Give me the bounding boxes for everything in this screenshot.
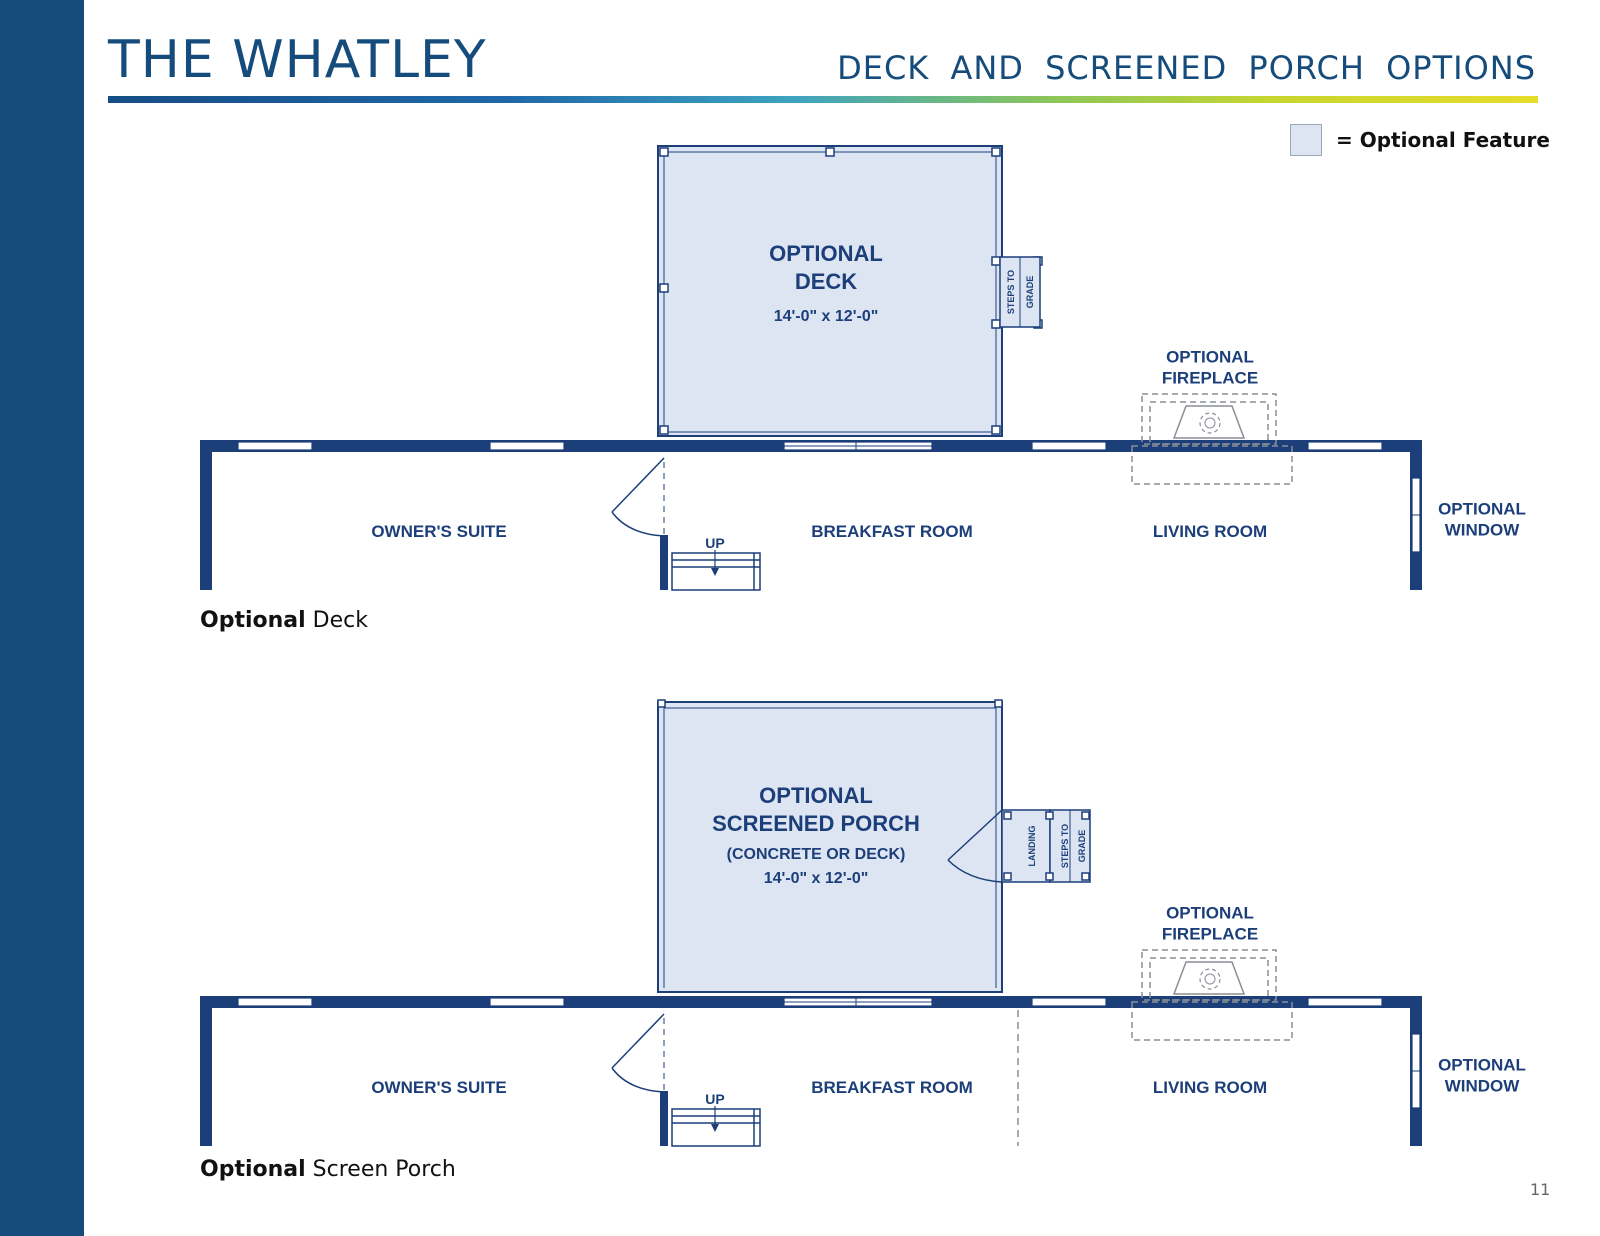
room-owners-suite: OWNER'S SUITE xyxy=(371,522,507,541)
title-divider xyxy=(108,96,1538,103)
deck-steps-label-2: GRADE xyxy=(1025,275,1035,309)
room-living: LIVING ROOM xyxy=(1152,522,1268,541)
fireplace-label-2: FIREPLACE xyxy=(1161,368,1259,388)
porch-title-line2: SCREENED PORCH xyxy=(712,811,920,836)
porch-steps-label-2: GRADE xyxy=(1077,829,1087,863)
optional-porch-area xyxy=(657,701,1003,993)
deck-caption: Optional Deck xyxy=(200,608,368,633)
window-label-2: WINDOW xyxy=(1444,1076,1520,1096)
porch-landing-label: LANDING xyxy=(1027,825,1037,867)
porch-landing xyxy=(1001,809,1051,883)
room-owners-suite: OWNER'S SUITE xyxy=(371,1078,507,1097)
porch-steps-label-1: STEPS TO xyxy=(1060,823,1070,869)
fireplace-label-1: OPTIONAL xyxy=(1166,347,1254,367)
legend-label: = Optional Feature xyxy=(1336,128,1550,152)
page-subtitle: DECK AND SCREENED PORCH OPTIONS xyxy=(837,49,1536,87)
window-label-1: OPTIONAL xyxy=(1438,499,1526,519)
room-living: LIVING ROOM xyxy=(1152,1078,1268,1097)
room-breakfast: BREAKFAST ROOM xyxy=(811,1078,973,1097)
deck-title-line1: OPTIONAL xyxy=(769,241,883,266)
stair-up-label: UP xyxy=(705,535,725,551)
window-label-1: OPTIONAL xyxy=(1438,1055,1526,1075)
fireplace-label-2: FIREPLACE xyxy=(1161,924,1259,944)
legend: = Optional Feature xyxy=(1290,124,1550,156)
porch-dimensions: 14'-0" x 12'-0" xyxy=(763,870,869,887)
stair-up-label: UP xyxy=(705,1091,725,1107)
room-breakfast: BREAKFAST ROOM xyxy=(811,522,973,541)
sidebar-band xyxy=(0,0,84,1236)
window-label-2: WINDOW xyxy=(1444,520,1520,540)
porch-material-note: (CONCRETE OR DECK) xyxy=(726,846,906,863)
deck-plan-drawing xyxy=(200,145,1422,591)
optional-fireplace-outline xyxy=(1141,949,1277,1001)
porch-floor-plan: OPTIONAL SCREENED PORCH (CONCRETE OR DEC… xyxy=(0,696,1600,1196)
deck-floor-plan: OPTIONAL DECK 14'-0" x 12'-0" STEPS TO G… xyxy=(0,140,1600,640)
deck-dimensions: 14'-0" x 12'-0" xyxy=(773,308,879,325)
porch-title-line1: OPTIONAL xyxy=(759,783,873,808)
page-number: 11 xyxy=(1530,1180,1551,1199)
page-title: THE WHATLEY xyxy=(108,30,487,90)
deck-title-line2: DECK xyxy=(794,269,858,294)
porch-caption: Optional Screen Porch xyxy=(200,1157,456,1182)
deck-steps-label-1: STEPS TO xyxy=(1006,269,1016,315)
porch-plan-drawing xyxy=(200,699,1422,1147)
fireplace-label-1: OPTIONAL xyxy=(1166,903,1254,923)
optional-fireplace-outline xyxy=(1141,393,1277,445)
legend-swatch xyxy=(1290,124,1322,156)
